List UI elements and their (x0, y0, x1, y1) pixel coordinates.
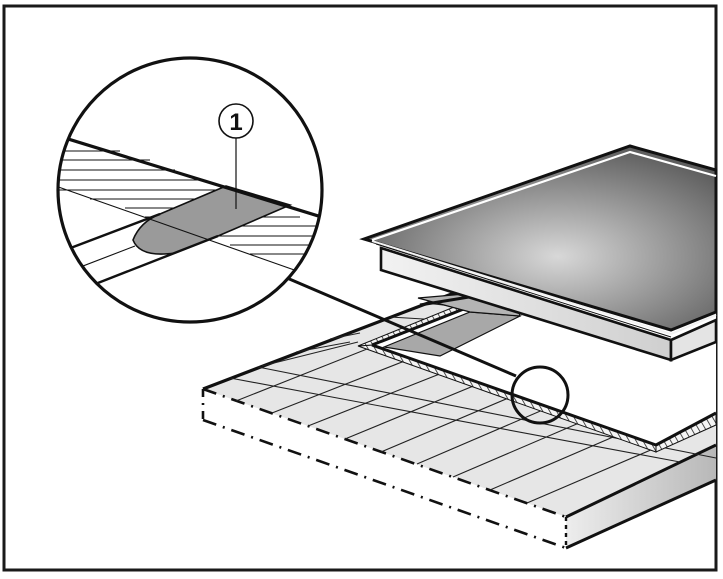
callout-1: 1 (218, 103, 254, 209)
callout-1-circle (218, 103, 254, 139)
cooktop-glass (359, 144, 718, 332)
detail-spot-circle (510, 365, 570, 425)
callout-1-label: 1 (229, 109, 242, 136)
cooktop (359, 144, 718, 362)
magnified-detail (56, 56, 324, 324)
magnifier-connector-line (286, 276, 517, 378)
